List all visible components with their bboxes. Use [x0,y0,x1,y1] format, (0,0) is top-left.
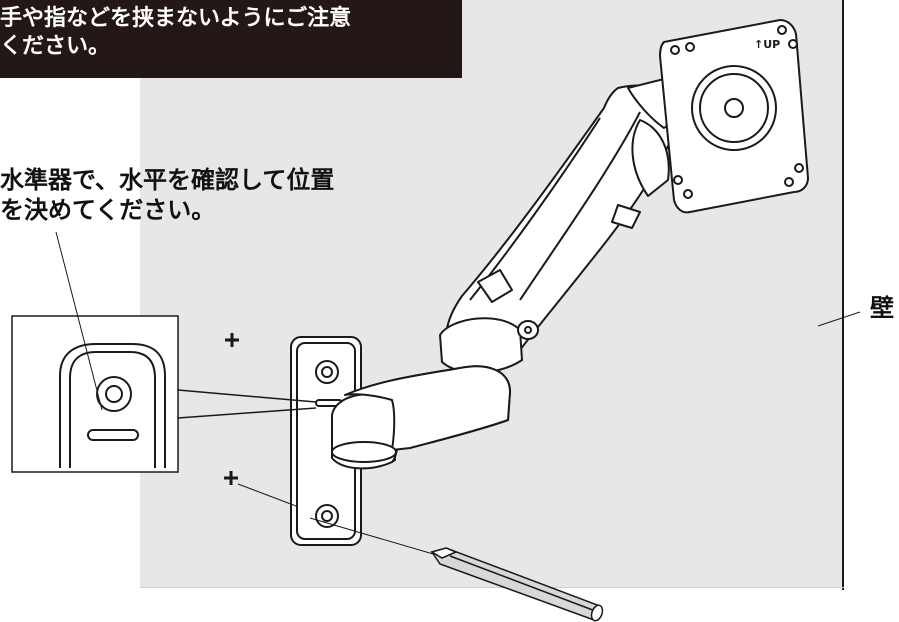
mark-leader [237,483,297,507]
elbow-joint [439,317,523,374]
wall-label: 壁 [870,294,894,322]
adjust-knob [477,269,513,303]
wall-edge-line [842,0,844,590]
pencil [430,547,604,622]
plus-mark-bottom [224,471,238,485]
up-label: ↑UP [754,38,780,51]
wall-bottom-line [140,587,844,588]
level-instruction-text: 水準器で、水平を確認して位置 を決めてください。 [0,166,335,224]
upper-arm-edge-2 [519,111,641,301]
inset-detail [11,315,317,473]
wall-leader [817,311,861,327]
warning-banner: 手や指などを挟まないようにご注意 ください。 [0,0,462,78]
level-leader [55,231,103,411]
plus-mark-top [225,333,239,347]
pencil-line [309,517,441,557]
